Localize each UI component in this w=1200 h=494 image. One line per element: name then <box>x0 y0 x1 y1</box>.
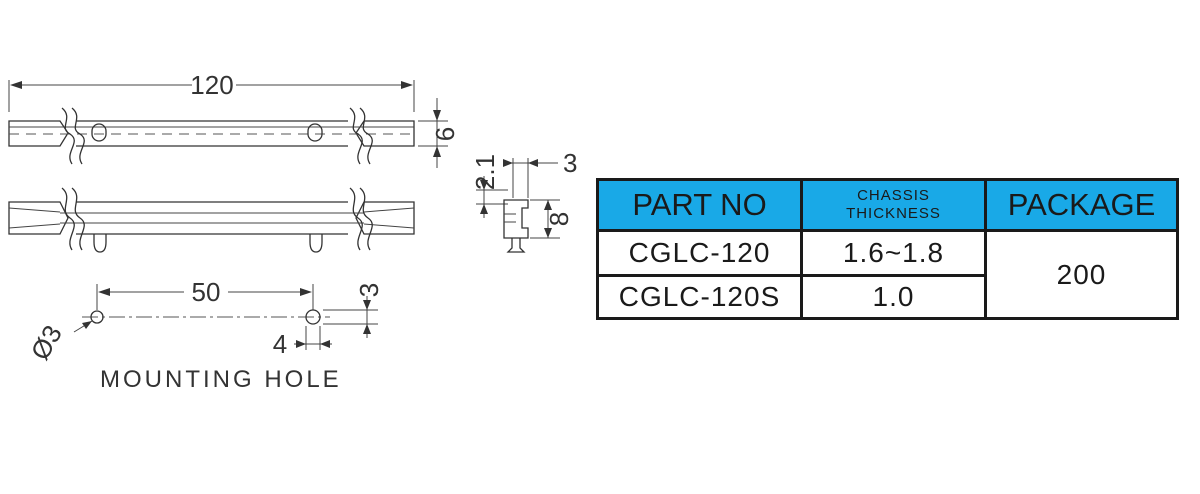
part-spec-table: PART NO CHASSIS THICKNESS PACKAGE CGLC-1… <box>596 177 1179 320</box>
cell-part-no: CGLC-120S <box>596 274 803 320</box>
cell-thickness: 1.0 <box>800 274 987 320</box>
cell-thickness: 1.6~1.8 <box>800 229 987 278</box>
table-row: CGLC-120S 1.0 <box>596 274 1178 320</box>
header-chassis-thickness: CHASSIS THICKNESS <box>800 177 987 233</box>
dim-diameter-3: Ø3 <box>25 320 68 365</box>
dim-spacing-50: 50 <box>192 277 221 307</box>
top-view: 120 6 <box>8 70 460 168</box>
dim-height-8: 8 <box>544 212 574 226</box>
dim-2-1: 2.1 <box>470 154 500 190</box>
cell-part-no: CGLC-120 <box>596 229 803 278</box>
header-chassis-line2: THICKNESS <box>846 205 941 223</box>
table-row: CGLC-120 1.6~1.8 200 <box>596 229 1179 320</box>
dim-slot-3: 3 <box>354 283 384 297</box>
mounting-hole-caption: MOUNTING HOLE <box>100 366 342 393</box>
dim-slot-4: 4 <box>273 329 287 359</box>
side-view: 3 2.1 8 <box>470 148 577 253</box>
technical-drawing: 120 6 <box>8 70 577 393</box>
dim-length-120: 120 <box>190 70 233 100</box>
dim-width-3: 3 <box>563 148 577 178</box>
mounting-hole-view: 50 Ø3 3 4 MOUNTING HOLE <box>25 277 384 393</box>
table-header-row: PART NO CHASSIS THICKNESS PACKAGE <box>596 177 1179 233</box>
front-view <box>8 187 415 253</box>
header-package: PACKAGE <box>984 177 1179 233</box>
cell-package: 200 <box>984 229 1179 320</box>
dim-height-6: 6 <box>430 127 460 141</box>
header-chassis-line1: CHASSIS <box>857 187 930 205</box>
header-part-no: PART NO <box>596 177 803 233</box>
